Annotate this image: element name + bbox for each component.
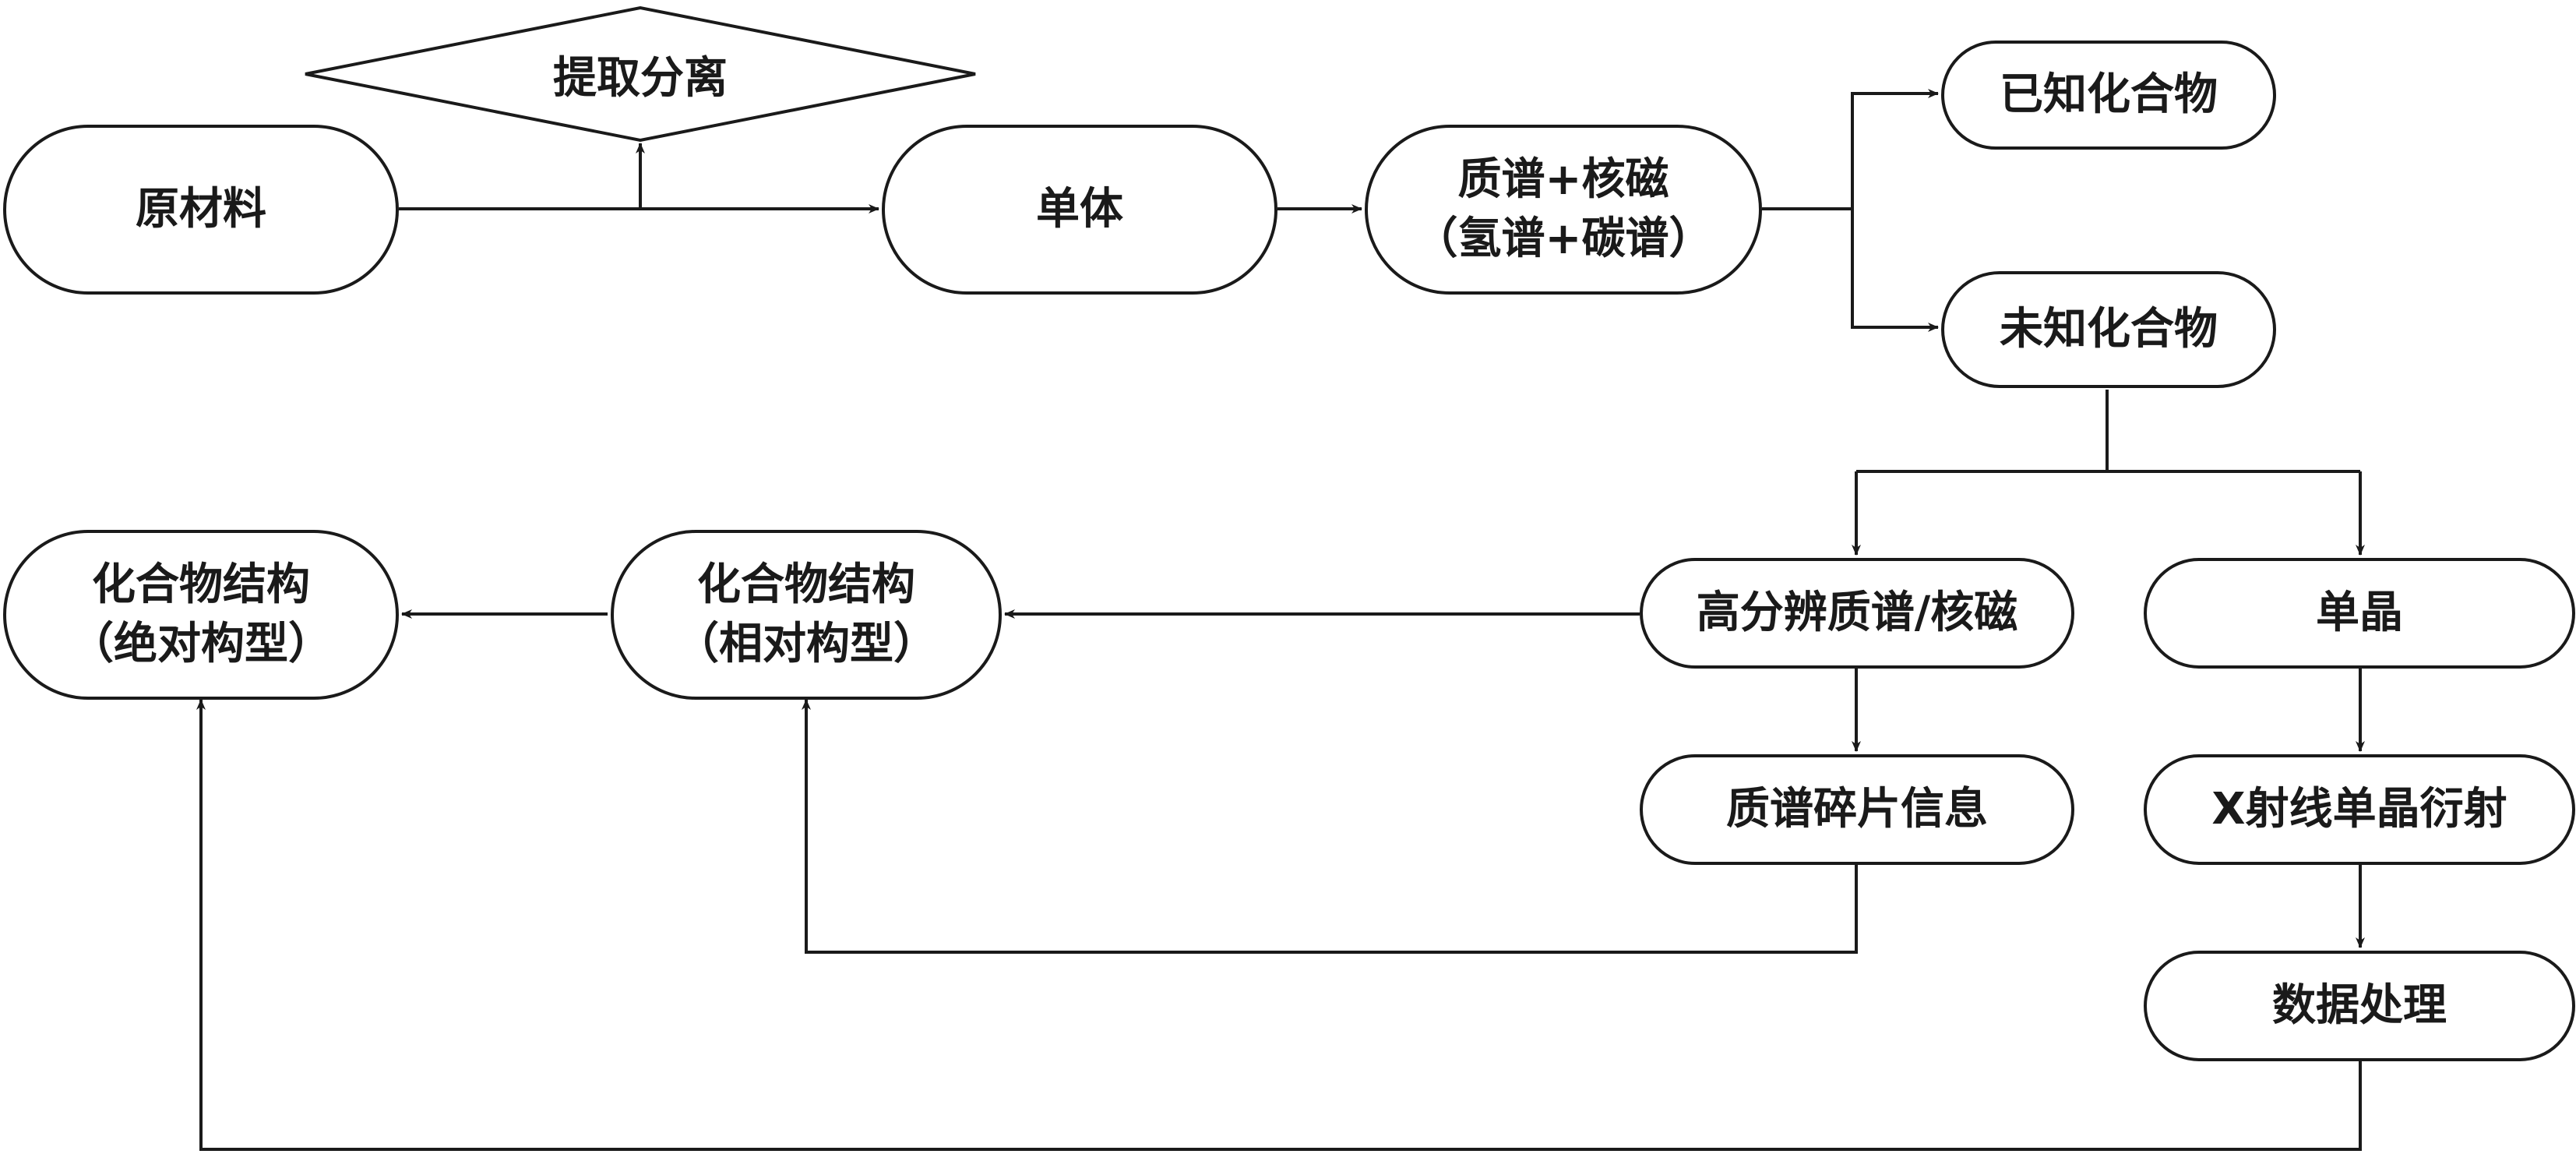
hr-ms-nmr-node: 高分辨质谱/核磁 — [1640, 558, 2074, 669]
relative-config-label-line1: 化合物结构 — [697, 559, 915, 611]
raw-material-label: 原材料 — [136, 184, 266, 235]
monomer-node: 单体 — [882, 125, 1277, 295]
known-compound-node: 已知化合物 — [1941, 41, 2276, 150]
absolute-config-label-line2: （绝对构型） — [70, 619, 332, 669]
ms-nmr-node: 质谱+核磁 （氢谱+碳谱） — [1365, 125, 1762, 295]
relative-config-label-line2: （相对构型） — [675, 619, 937, 669]
monomer-label: 单体 — [1036, 184, 1123, 235]
ms-fragment-node: 质谱碎片信息 — [1640, 754, 2074, 865]
ms-fragment-label: 质谱碎片信息 — [1726, 784, 1988, 835]
relative-config-node: 化合物结构 （相对构型） — [611, 530, 1002, 700]
hr-ms-nmr-label: 高分辨质谱/核磁 — [1696, 588, 2018, 639]
arrow-to-known — [1851, 89, 1939, 209]
single-crystal-label: 单晶 — [2316, 588, 2403, 639]
extraction-label: 提取分离 — [553, 52, 728, 104]
arrow-fragment-to-relative — [802, 699, 1858, 954]
known-compound-label: 已知化合物 — [2000, 69, 2218, 121]
ms-nmr-label-line1: 质谱+核磁 — [1457, 154, 1669, 206]
raw-material-node: 原材料 — [3, 125, 399, 295]
data-processing-node: 数据处理 — [2144, 951, 2575, 1061]
absolute-config-node: 化合物结构 （绝对构型） — [3, 530, 399, 700]
arrow-data-to-absolute — [196, 699, 2362, 1151]
xray-label: X射线单晶衍射 — [2211, 784, 2507, 835]
data-processing-label: 数据处理 — [2272, 980, 2447, 1032]
unknown-compound-label: 未知化合物 — [2000, 304, 2218, 355]
arrow-to-unknown — [1851, 209, 1939, 332]
single-crystal-node: 单晶 — [2144, 558, 2575, 669]
extraction-diamond — [305, 5, 976, 143]
ms-nmr-label-line2: （氢谱+碳谱） — [1414, 214, 1713, 264]
xray-node: X射线单晶衍射 — [2144, 754, 2575, 865]
unknown-compound-node: 未知化合物 — [1941, 271, 2276, 388]
absolute-config-label-line1: 化合物结构 — [92, 559, 310, 611]
